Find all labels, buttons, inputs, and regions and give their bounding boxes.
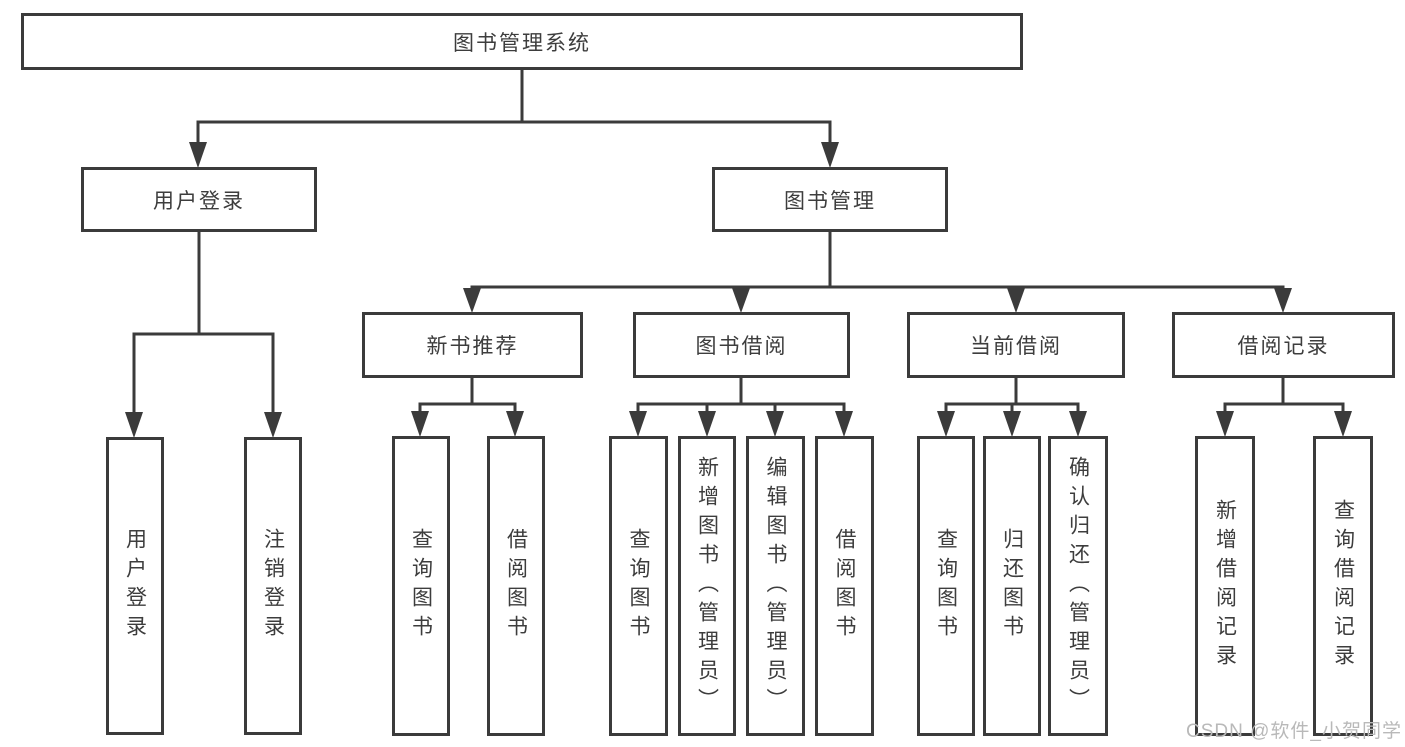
node-leaf-query-borrow-record: 查询借阅记录 [1313, 436, 1373, 736]
node-label: 当前借阅 [970, 335, 1062, 358]
node-book-management: 图书管理 [712, 167, 948, 232]
node-leaf-borrow-books-2: 借阅图书 [815, 436, 874, 736]
node-leaf-query-books-3: 查询图书 [917, 436, 975, 736]
node-borrow-records: 借阅记录 [1172, 312, 1395, 378]
node-label: 查询借阅记录 [1331, 499, 1355, 673]
node-label: 图书管理 [784, 189, 876, 213]
csdn-watermark: CSDN @软件_小贺同学 [1186, 721, 1402, 742]
node-leaf-add-borrow-record: 新增借阅记录 [1195, 436, 1255, 736]
node-label: 编辑图书（管理员） [764, 455, 787, 717]
node-label: 借阅图书 [833, 528, 856, 644]
node-label: 用户登录 [153, 189, 245, 213]
node-label: 借阅记录 [1237, 335, 1330, 358]
node-label: 用户登录 [123, 528, 147, 644]
node-book-borrow: 图书借阅 [633, 312, 850, 378]
node-label: 归还图书 [1000, 528, 1024, 644]
node-label: 新书推荐 [426, 335, 519, 358]
node-new-book-recommend: 新书推荐 [362, 312, 583, 378]
node-library-management-system: 图书管理系统 [21, 13, 1023, 70]
node-label: 图书借阅 [695, 335, 788, 358]
node-leaf-edit-book-admin: 编辑图书（管理员） [746, 436, 805, 736]
node-label: 图书管理系统 [453, 31, 591, 55]
node-label: 新增图书（管理员） [695, 455, 719, 717]
node-leaf-borrow-books-1: 借阅图书 [487, 436, 545, 736]
node-leaf-user-login: 用户登录 [106, 437, 164, 735]
node-label: 注销登录 [261, 528, 285, 644]
node-label: 新增借阅记录 [1213, 499, 1237, 673]
node-label: 借阅图书 [504, 528, 528, 644]
node-label: 查询图书 [934, 528, 958, 644]
node-user-login: 用户登录 [81, 167, 317, 232]
node-leaf-query-books-2: 查询图书 [609, 436, 668, 736]
node-leaf-add-book-admin: 新增图书（管理员） [678, 436, 736, 736]
node-current-borrow: 当前借阅 [907, 312, 1125, 378]
node-leaf-return-book: 归还图书 [983, 436, 1041, 736]
node-label: 查询图书 [409, 528, 433, 644]
node-leaf-logout: 注销登录 [244, 437, 302, 735]
node-label: 查询图书 [627, 528, 650, 644]
node-label: 确认归还（管理员） [1066, 455, 1090, 717]
node-leaf-query-books-1: 查询图书 [392, 436, 450, 736]
node-leaf-confirm-return-admin: 确认归还（管理员） [1048, 436, 1108, 736]
